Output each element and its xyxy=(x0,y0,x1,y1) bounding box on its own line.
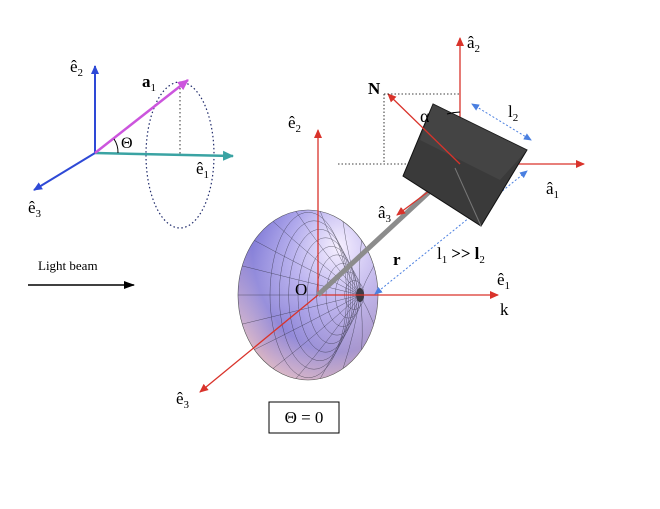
e3-axis-arrow xyxy=(33,152,96,191)
body-a2-label: â2 xyxy=(467,33,480,55)
sphere-meridian xyxy=(254,294,361,350)
caption-frame xyxy=(268,401,340,434)
body-a1-label: â1 xyxy=(546,179,559,201)
normal-label: N xyxy=(368,79,381,98)
caption-text: Θ = 0 xyxy=(285,408,324,427)
l1-dimension-line xyxy=(374,170,528,295)
l2-label: l2 xyxy=(508,102,518,124)
cube-sail-face-light xyxy=(420,104,527,180)
body-a3-label: â3 xyxy=(378,203,392,225)
theta-arc xyxy=(113,138,119,154)
e1-axis-arrow xyxy=(94,150,234,161)
normal-vector xyxy=(387,93,461,165)
caption-box: Θ = 0 xyxy=(268,401,340,434)
origin-label: O xyxy=(295,280,307,299)
cube-inner-edge xyxy=(454,167,482,227)
sphere-group xyxy=(237,209,379,381)
inset-a1-label: a1 xyxy=(142,72,156,94)
inset-e1-label: ê1 xyxy=(196,159,209,181)
sphere-meridian xyxy=(254,240,361,296)
sphere-meridian xyxy=(242,294,361,325)
sphere-meridian xyxy=(295,294,361,379)
length-relation-label: l1>>l2 xyxy=(437,244,485,266)
main-e3-label: ê3 xyxy=(176,389,190,411)
sphere-meridian xyxy=(319,211,361,296)
alpha-label: α xyxy=(420,106,430,126)
main-e3-axis xyxy=(199,294,319,393)
alpha-arc xyxy=(446,111,461,115)
sphere-meridian xyxy=(272,294,361,369)
l2-dimension-line xyxy=(471,103,532,141)
k-label: k xyxy=(500,300,509,319)
a1-vector-arrow xyxy=(94,79,189,154)
light-beam: Light beam xyxy=(28,258,135,289)
main-frame: ê2 ê1 ê3 O k r l1>>l2 xyxy=(176,113,528,411)
main-e1-label: ê1 xyxy=(497,270,510,292)
sphere-meridian xyxy=(342,221,361,296)
sphere-meridian xyxy=(295,211,361,296)
sphere-meridian xyxy=(272,221,361,296)
r-label: r xyxy=(393,250,401,269)
inset-theta-label: Θ xyxy=(121,135,133,152)
main-e2-label: ê2 xyxy=(288,113,301,135)
light-beam-label: Light beam xyxy=(38,258,98,273)
inset-frame: ê2 a1 Θ ê1 ê3 xyxy=(28,57,234,229)
body-frame: â2 â1 â3 N α l2 xyxy=(338,33,585,227)
inset-e2-label: ê2 xyxy=(70,57,83,79)
inset-e3-label: ê3 xyxy=(28,198,42,220)
